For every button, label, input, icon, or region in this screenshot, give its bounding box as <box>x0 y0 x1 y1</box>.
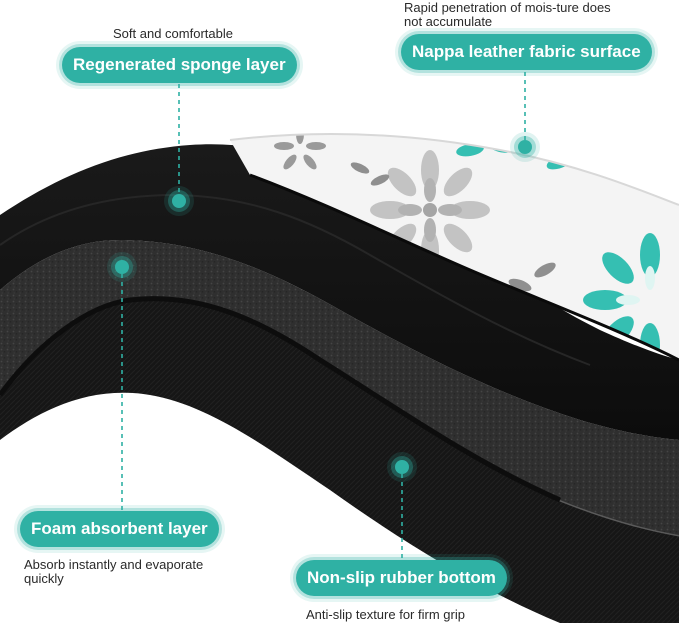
sponge-marker-dot <box>172 194 186 208</box>
sponge-label-pill: Regenerated sponge layer <box>62 47 297 83</box>
nappa-label-pill: Nappa leather fabric surface <box>401 34 652 70</box>
foam-marker-dot <box>115 260 129 274</box>
nappa-caption-line2: not accumulate <box>404 14 493 29</box>
printed-surface <box>230 133 679 360</box>
sponge-caption: Soft and comfortable <box>113 26 233 41</box>
rubber-caption: Anti-slip texture for firm grip <box>306 607 465 622</box>
rubber-label-pill: Non-slip rubber bottom <box>296 560 507 596</box>
foam-caption-line1: Absorb instantly and evaporate <box>24 557 204 572</box>
rubber-marker-dot <box>395 460 409 474</box>
foam-label-pill: Foam absorbent layer <box>20 511 219 547</box>
nappa-caption-line1: Rapid penetration of mois-ture does <box>404 0 611 15</box>
sponge-layer <box>0 144 679 440</box>
foam-caption-line2: quickly <box>24 571 64 586</box>
nappa-marker-dot <box>518 140 532 154</box>
rubber-bottom-layer <box>0 298 679 623</box>
foam-layer <box>0 240 679 535</box>
